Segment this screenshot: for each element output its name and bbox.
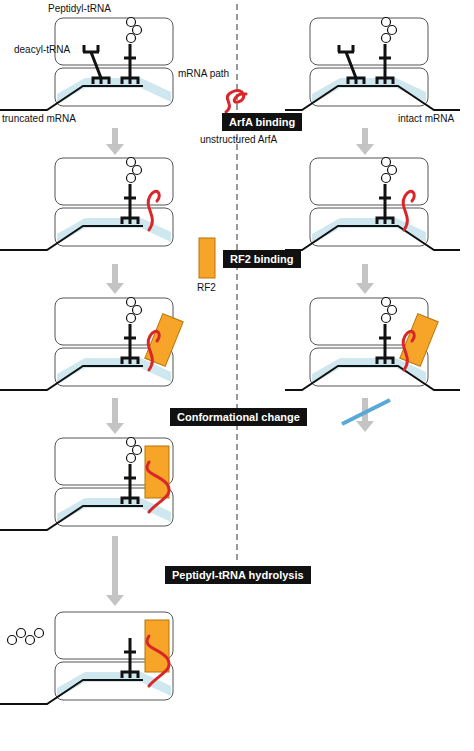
step-banner: RF2 binding [223,250,301,268]
released-peptide [35,629,44,638]
step-arrow [106,398,124,434]
step-banner: ArfA binding [222,113,302,131]
step-arrow [356,128,374,155]
step-label: Peptidyl-tRNA hydrolysis [172,569,304,581]
step-label: Conformational change [177,411,300,423]
ribosome [0,18,173,111]
ribosome [285,18,460,111]
ribosome [285,158,460,251]
blocked-mark [342,400,390,424]
ribosome [285,298,460,391]
annotation-label: unstructured ArfA [200,134,277,145]
released-peptide [8,636,17,645]
step-label: RF2 binding [230,253,294,265]
step-banner: Peptidyl-tRNA hydrolysis [165,566,311,584]
annotation-label: truncated mRNA [2,113,76,124]
step-label: ArfA binding [229,116,295,128]
ribosome [0,438,173,531]
ribosome [0,612,173,704]
released-peptide [26,636,35,645]
step-banner: Conformational change [170,408,307,426]
step-arrow [106,536,124,606]
annotation-label: deacyl-tRNA [14,44,70,55]
free-arfa [226,91,246,112]
step-arrow [106,264,124,294]
step-arrow [356,264,374,294]
annotation-label: RF2 [197,282,216,293]
released-peptide [17,629,26,638]
annotation-label: mRNA path [178,68,229,79]
step-arrow [106,128,124,155]
ribosome [0,158,173,251]
ribosome [0,298,183,391]
free-rf2 [199,238,215,278]
annotation-label: Peptidyl-tRNA [48,3,111,14]
divider-line [236,4,237,560]
annotation-label: intact mRNA [398,113,454,124]
